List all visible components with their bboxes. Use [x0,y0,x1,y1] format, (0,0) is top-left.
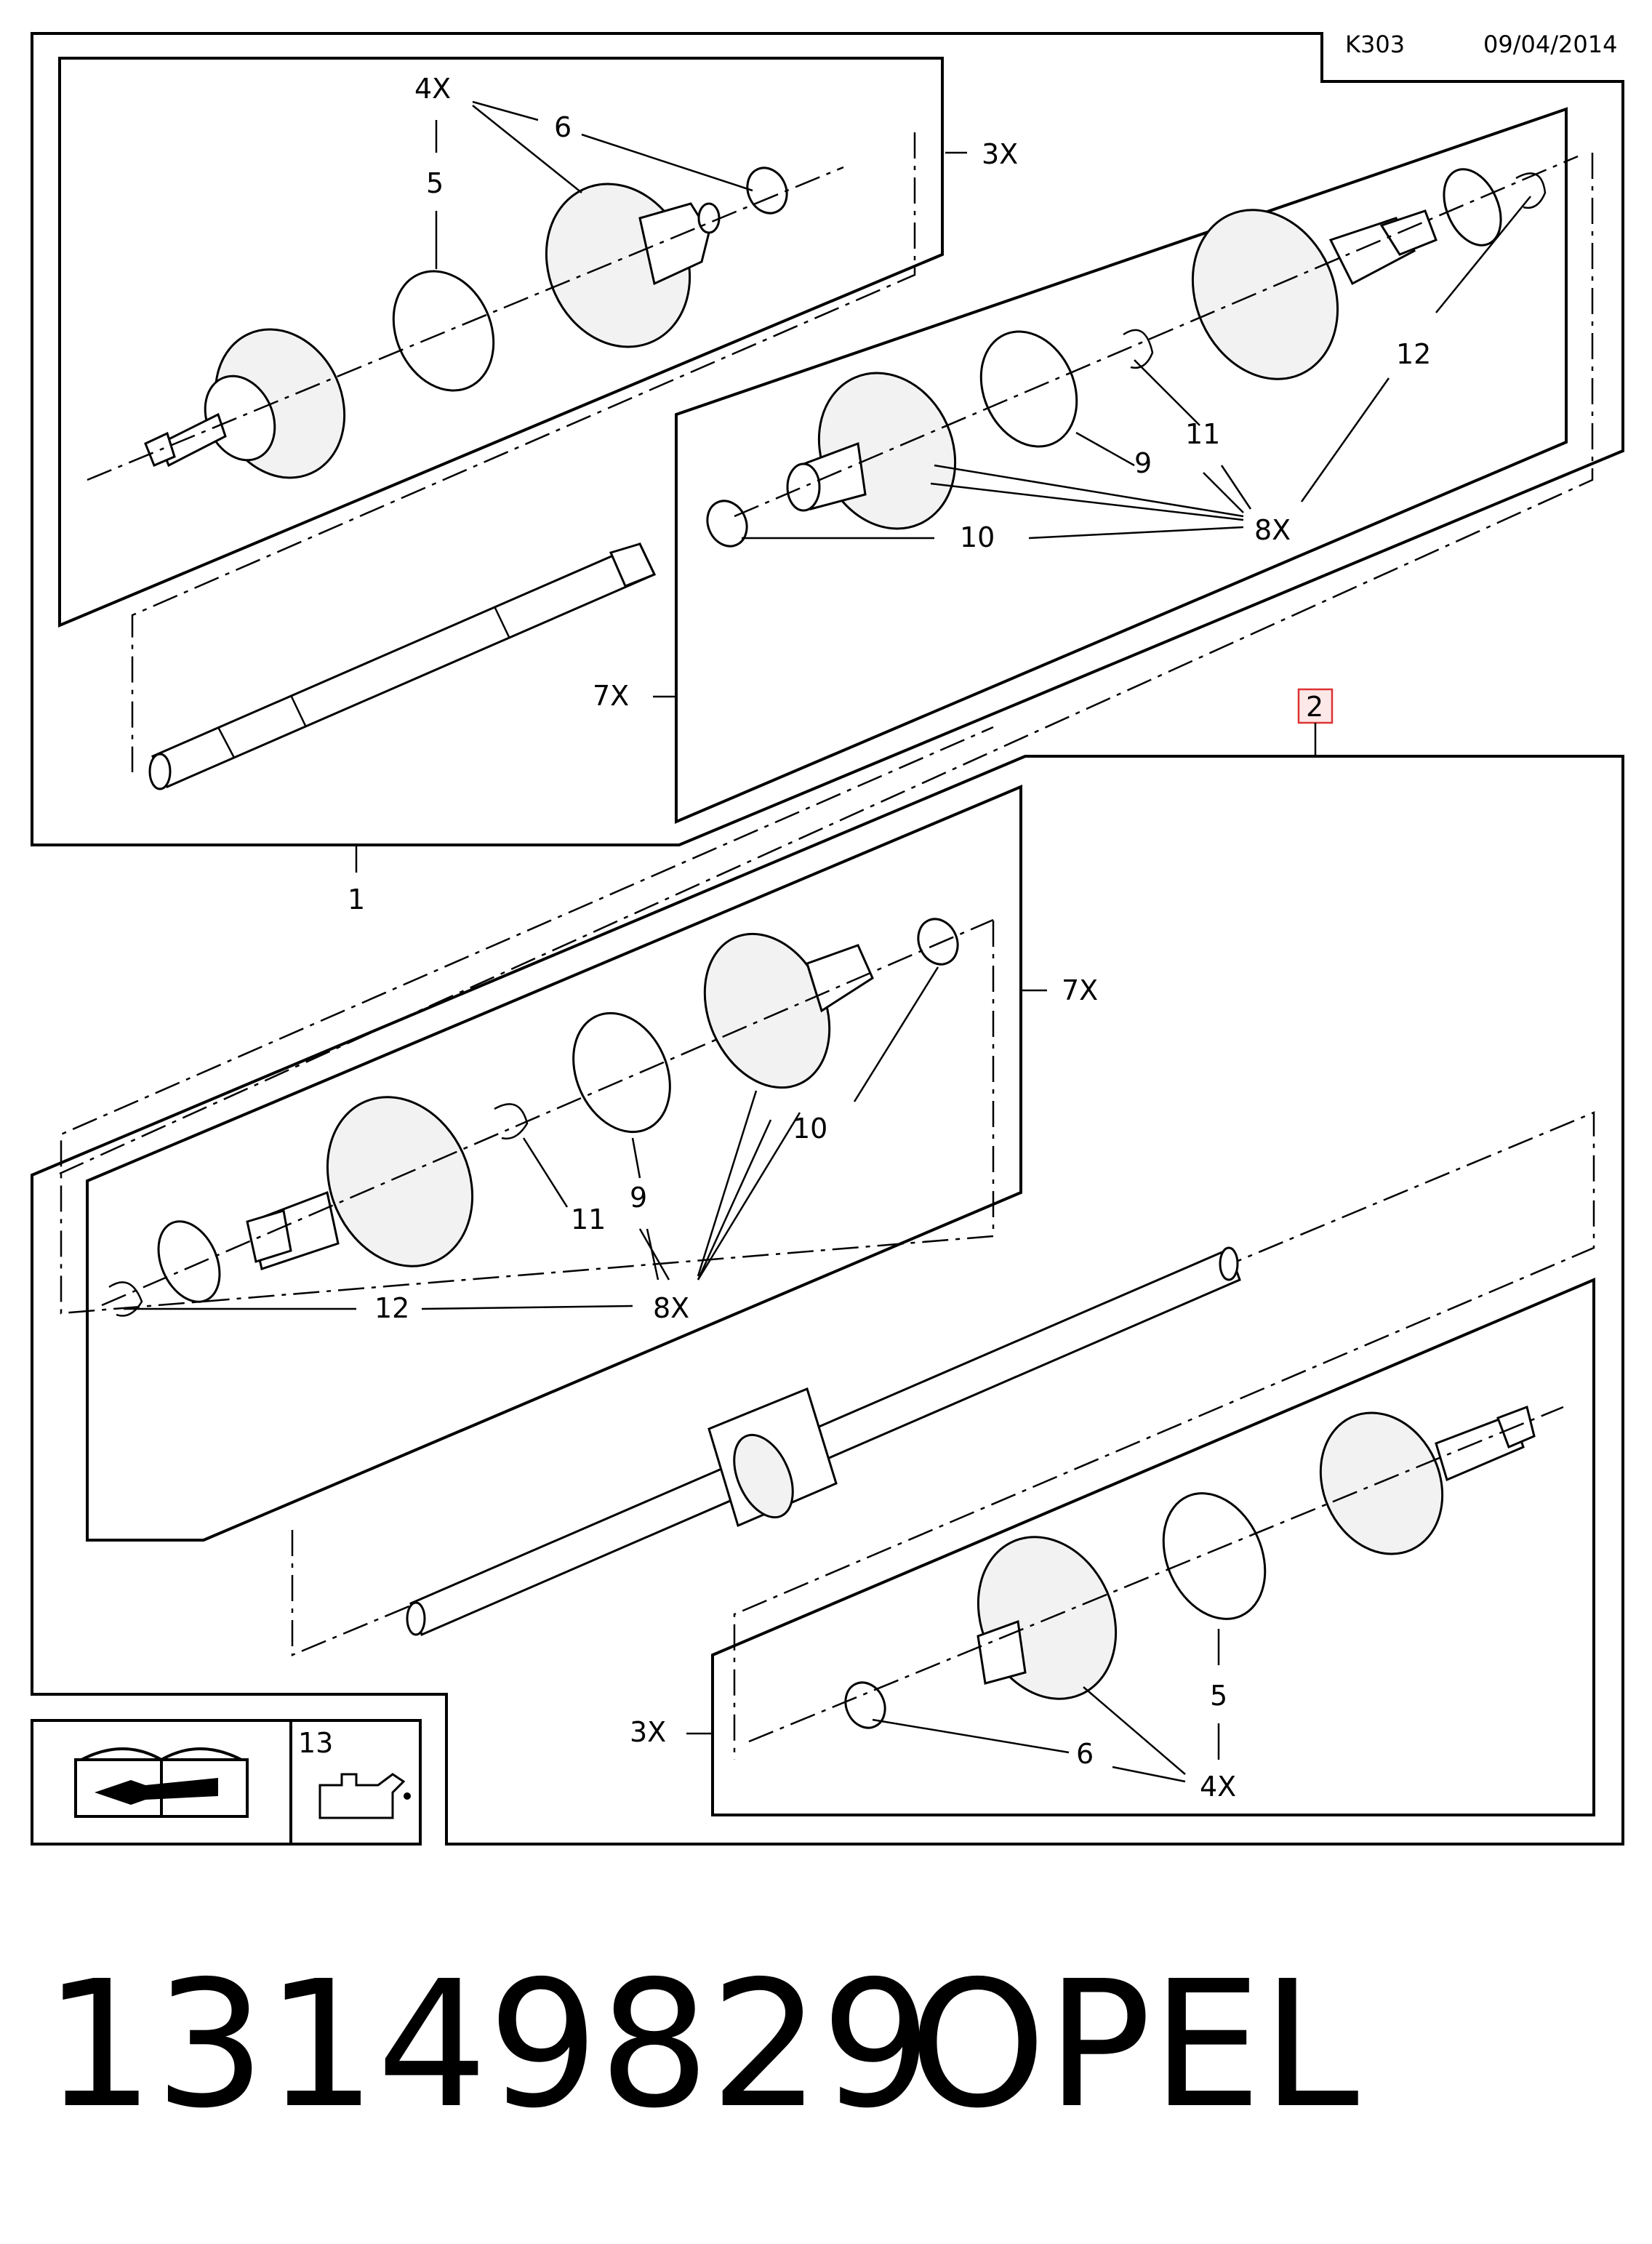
inner-boot-2 [703,932,874,1089]
retaining-ring-2 [108,1281,143,1317]
outer-joint-kit-frame-2 [711,1277,1595,1816]
repair-manual-icon [74,1747,249,1818]
assembly-2: 2 [31,688,1624,1846]
assembly-1-leaders [355,100,1531,873]
item-2-box [1297,688,1334,724]
callout-clamp-large: 9 [1134,447,1152,479]
callout-kit-3x: 3X [982,138,1018,170]
outer-boot-1 [545,183,721,348]
diagram-code: K303 [1345,31,1405,58]
callout-clamp-small-2: 5 [1210,1680,1227,1712]
callout-inner-boot-2: 10 [793,1113,827,1145]
callout-qty-4x-2: 4X [1200,1771,1236,1803]
outer-kit-dashed-outline [131,132,916,772]
callout-kit-3x-2: 3X [630,1716,666,1748]
callout-ring: 12 [1396,338,1431,370]
inner-kit-dashed-outline-2 [60,726,995,1315]
callout-clamp-large-2: 9 [630,1182,647,1214]
outer-boot-2 [977,1536,1118,1700]
boot-clamp-small-1 [392,270,495,392]
circlip-2 [494,1103,529,1140]
assembly-2-leaders [124,966,1220,1783]
callout-qty-8x: 8X [1254,514,1291,546]
boot-clamp-large-1 [979,330,1078,448]
inner-snap-ring-2 [917,918,959,966]
outer-cv-joint-2 [1319,1406,1536,1555]
inner-joint-kit-frame-2 [86,784,1022,1542]
part-number: 13149829 [44,1943,932,2147]
callout-item-1: 1 [348,883,365,915]
outer-snap-ring-1 [746,167,788,215]
inner-kit-dashed-outline [59,153,1594,1175]
outer-cv-joint-1 [144,328,346,479]
inner-joint-kit-frame [675,107,1568,825]
callout-inner-boot: 10 [960,521,995,553]
inner-boot-1 [786,372,957,530]
inner-seal-ring-1 [1443,168,1502,247]
inner-cv-joint-2 [246,1096,474,1270]
diagram-date: 09/04/2014 [1483,31,1617,58]
legend-box: 13 [31,1719,422,1846]
inner-seal-ring-2 [157,1220,221,1303]
callout-kit-7x: 7X [593,680,629,712]
callout-clamp-small: 5 [426,167,444,199]
inner-cv-joint-1 [1191,209,1438,380]
callout-kit-7x-2: 7X [1062,974,1098,1006]
outer-kit-dashed-outline-2 [291,1111,1595,1760]
assembly-2-frame [31,755,1624,1846]
inner-snap-ring-1 [706,500,748,548]
outer-snap-ring-2 [844,1681,886,1729]
assembly-1: 4X 6 5 3X 7X 1 10 9 11 12 8X [31,32,1624,1175]
oil-can-icon [318,1773,411,1819]
callout-item-13: 13 [298,1727,333,1759]
circlip-1 [1123,329,1154,369]
header-block: K303 09/04/2014 [1345,31,1617,58]
outer-joint-kit-frame [58,57,944,628]
callout-ring-2: 12 [374,1292,409,1324]
callout-boot-2: 6 [1076,1738,1094,1770]
brand-name: OPEL [909,1943,1359,2147]
boot-clamp-small-2 [1162,1492,1267,1620]
legend-frame [31,1719,422,1846]
assembly-1-frame [31,32,1624,846]
callout-boot: 6 [554,111,572,143]
drive-shaft-2 [406,1246,1241,1637]
footer: 13149829 OPEL [44,1943,1359,2147]
drive-shaft-1 [148,542,657,790]
callout-qty-4x: 4X [414,73,451,105]
retaining-ring-1 [1515,172,1547,209]
boot-clamp-large-2 [572,1011,671,1134]
callout-circlip: 11 [1185,418,1220,450]
callout-qty-8x-2: 8X [653,1292,689,1324]
callout-item-2: 2 [1306,691,1323,723]
callout-circlip-2: 11 [571,1203,606,1235]
